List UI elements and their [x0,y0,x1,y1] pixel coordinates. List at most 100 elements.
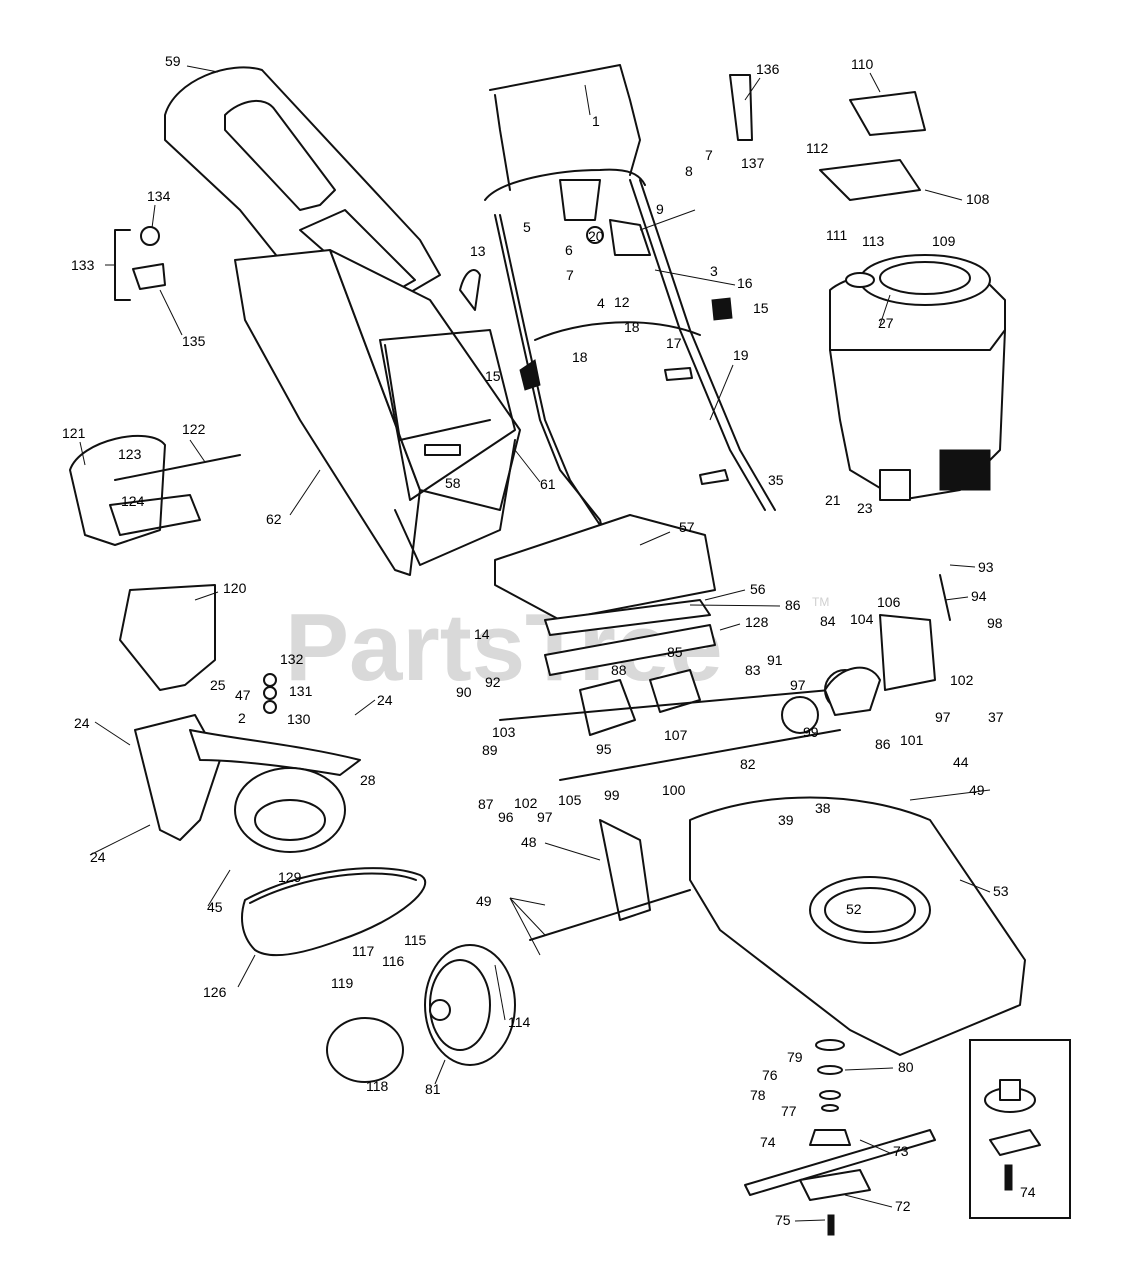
callout-21: 21 [825,492,841,508]
callout-53: 53 [993,883,1009,899]
callout-12: 12 [614,294,630,310]
watermark-trademark: TM [812,595,829,609]
callout-45: 45 [207,899,223,915]
callout-49b: 49 [476,893,492,909]
callout-16: 16 [737,275,753,291]
callout-135: 135 [182,333,206,349]
callout-15b: 15 [753,300,769,316]
callout-74a: 74 [760,1134,776,1150]
callout-47: 47 [235,687,251,703]
callout-75: 75 [775,1212,791,1228]
callout-97a: 97 [790,677,806,693]
callout-99b: 99 [604,787,620,803]
callout-20: 20 [588,228,604,244]
callout-107: 107 [664,727,688,743]
callout-102b: 102 [514,795,538,811]
callout-130: 130 [287,711,311,727]
callout-9: 9 [656,201,664,217]
callout-124: 124 [121,493,145,509]
callout-97c: 97 [935,709,951,725]
callout-97b: 97 [537,809,553,825]
callout-114: 114 [508,1014,531,1030]
callout-115: 115 [404,932,427,948]
callout-105: 105 [558,792,582,808]
drive-assembly [494,514,951,781]
callout-110: 110 [851,56,874,72]
callout-87: 87 [478,796,494,812]
callout-120: 120 [223,580,247,596]
callout-78: 78 [750,1087,766,1103]
callout-59: 59 [165,53,181,69]
callout-137: 137 [741,155,765,171]
callout-112: 112 [806,140,829,156]
callout-92: 92 [485,674,501,690]
rear-wheel [326,944,516,1083]
callout-labels: 1 2 3 4 5 6 7 7 8 9 12 13 14 15 15 16 17… [62,53,1036,1228]
callout-126: 126 [203,984,227,1000]
callout-98: 98 [987,615,1003,631]
small-parts [114,74,926,716]
callout-101: 101 [900,732,924,748]
callout-122: 122 [182,421,206,437]
blade-assembly [744,1039,936,1236]
callout-94: 94 [971,588,987,604]
callout-83: 83 [745,662,761,678]
callout-57: 57 [679,519,695,535]
callout-74b: 74 [1020,1184,1036,1200]
callout-52: 52 [846,901,862,917]
callout-24a: 24 [74,715,90,731]
callout-15a: 15 [485,368,501,384]
callout-79: 79 [787,1049,803,1065]
callout-4: 4 [597,295,605,311]
inset-detail [969,1039,1071,1219]
callout-37: 37 [988,709,1004,725]
callout-99a: 99 [803,724,819,740]
callout-136: 136 [756,61,780,77]
callout-88: 88 [611,662,627,678]
callout-108: 108 [966,191,990,207]
callout-18b: 18 [624,319,640,335]
callout-93: 93 [978,559,994,575]
callout-118: 118 [366,1078,389,1094]
callout-3: 3 [710,263,718,279]
callout-119: 119 [331,975,354,991]
callout-39: 39 [778,812,794,828]
callout-49a: 49 [969,782,985,798]
callout-116: 116 [382,953,405,969]
mulch-cover [69,434,241,691]
callout-134: 134 [147,188,171,204]
callout-44: 44 [953,754,969,770]
callout-25: 25 [210,677,226,693]
callout-62: 62 [266,511,282,527]
callout-91: 91 [767,652,783,668]
callout-113: 113 [862,233,885,249]
engine [829,254,1006,501]
callout-61: 61 [540,476,556,492]
callout-6: 6 [565,242,573,258]
rear-chute [134,714,361,853]
callout-85: 85 [667,644,683,660]
callout-111: 111 [826,227,847,243]
callout-123: 123 [118,446,142,462]
callout-96: 96 [498,809,514,825]
callout-77: 77 [781,1103,797,1119]
callout-13: 13 [470,243,486,259]
callout-89: 89 [482,742,498,758]
callout-95: 95 [596,741,612,757]
callout-131: 131 [289,683,313,699]
callout-35: 35 [768,472,784,488]
callout-104: 104 [850,611,874,627]
callout-84: 84 [820,613,836,629]
callout-109: 109 [932,233,956,249]
callout-133: 133 [71,257,95,273]
callout-7a: 7 [566,267,574,283]
callout-23: 23 [857,500,873,516]
callout-24b: 24 [377,692,393,708]
callout-14: 14 [474,626,490,642]
callout-86b: 86 [875,736,891,752]
callout-38: 38 [815,800,831,816]
callout-121: 121 [62,425,86,441]
callout-73: 73 [893,1143,909,1159]
